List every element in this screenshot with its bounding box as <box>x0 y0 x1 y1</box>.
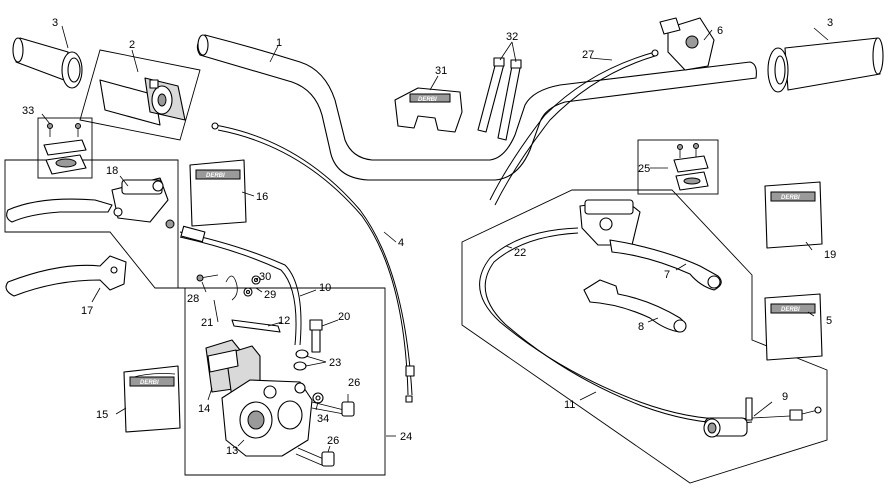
left-grip <box>12 37 83 89</box>
leader-lines <box>41 25 829 453</box>
label-part-9: 9 <box>782 391 788 403</box>
small-hardware <box>196 274 261 301</box>
label-part-6: 6 <box>717 25 723 37</box>
parts-bag-5: DERBI <box>764 293 823 361</box>
label-part-17: 17 <box>81 305 93 317</box>
throttle-cable <box>489 51 656 201</box>
label-part-16: 16 <box>256 191 268 203</box>
brake-light-switch <box>703 397 822 438</box>
label-part-20: 20 <box>338 311 350 323</box>
label-part-1: 1 <box>276 37 282 49</box>
rear-brake-hose <box>479 227 753 420</box>
throttle-assembly <box>99 77 186 126</box>
handlebar-pad: DERBI <box>394 87 463 133</box>
label-part-19: 19 <box>824 249 836 261</box>
part-2-frame <box>79 49 201 141</box>
label-part-32: 32 <box>506 31 518 43</box>
spare-clutch-lever <box>5 255 127 297</box>
label-part-13: 13 <box>226 445 238 457</box>
handlebar <box>196 34 757 181</box>
label-part-30: 30 <box>259 271 271 283</box>
reservoir-cover-kit <box>43 123 87 175</box>
label-part-21: 21 <box>201 317 213 329</box>
bag-brand-label: DERBI <box>206 173 225 179</box>
parts-bag-19: DERBI <box>764 181 823 249</box>
bag-brand-label: DERBI <box>781 195 800 201</box>
reservoir-cap <box>673 143 709 191</box>
label-part-7: 7 <box>664 269 670 281</box>
label-part-3-left: 3 <box>52 17 58 29</box>
front-brake-group-frame <box>4 159 386 476</box>
part-number-labels: 1 2 3 3 4 5 6 7 8 9 10 11 12 13 14 15 16… <box>22 17 836 457</box>
label-part-31: 31 <box>435 65 447 77</box>
label-part-25: 25 <box>638 163 650 175</box>
label-part-28: 28 <box>187 293 199 305</box>
front-caliper <box>221 379 313 457</box>
part-25-frame <box>637 139 719 195</box>
label-part-26-lower: 26 <box>327 435 339 447</box>
banjo-bolt <box>293 319 323 371</box>
front-brake-cable <box>214 124 413 396</box>
label-part-8: 8 <box>638 321 644 333</box>
label-part-12: 12 <box>278 315 290 327</box>
label-part-27: 27 <box>582 49 594 61</box>
part-33-frame <box>37 117 93 179</box>
label-part-24: 24 <box>400 431 412 443</box>
spare-brake-lever <box>583 279 687 333</box>
label-part-15: 15 <box>96 409 108 421</box>
pad-pin <box>231 319 281 333</box>
cable-ties <box>477 57 522 141</box>
label-part-10: 10 <box>319 282 331 294</box>
rear-master-cylinder <box>579 199 722 291</box>
bag-brand-label: DERBI <box>781 307 800 313</box>
parts-bag-15: DERBI <box>123 365 181 433</box>
front-brake-hose <box>179 231 302 346</box>
bag-brand-label: DERBI <box>140 380 159 386</box>
label-part-26-upper: 26 <box>348 377 360 389</box>
label-part-34: 34 <box>317 413 329 425</box>
throttle-housing <box>659 17 715 71</box>
label-part-14: 14 <box>198 403 210 415</box>
pad-brand-label: DERBI <box>418 97 437 103</box>
caliper-bolts <box>295 392 355 467</box>
label-part-18: 18 <box>106 165 118 177</box>
parts-bag-16: DERBI <box>189 159 247 227</box>
label-part-3-right: 3 <box>827 17 833 29</box>
label-part-2: 2 <box>129 39 135 51</box>
front-master-cylinder <box>6 177 175 229</box>
label-part-4: 4 <box>398 237 404 249</box>
label-part-33: 33 <box>22 105 34 117</box>
label-part-11: 11 <box>564 399 575 411</box>
label-part-29: 29 <box>264 289 276 301</box>
label-part-5: 5 <box>826 315 832 327</box>
label-part-22: 22 <box>514 247 526 259</box>
label-part-23: 23 <box>329 357 341 369</box>
right-grip <box>767 37 884 93</box>
